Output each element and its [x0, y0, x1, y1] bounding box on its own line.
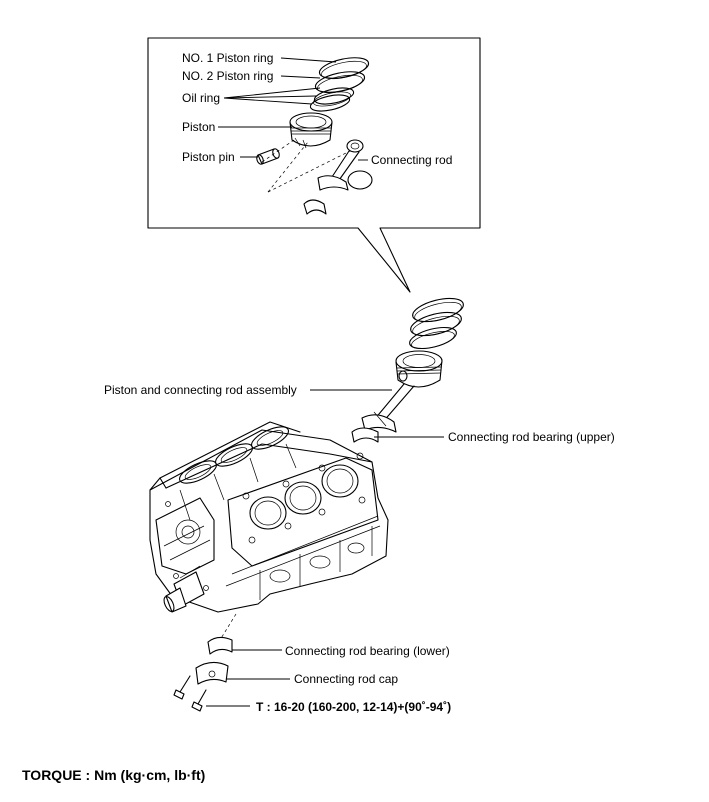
piston-detail — [289, 112, 333, 149]
torque-units-footer: TORQUE : Nm (kg·cm, lb·ft) — [22, 767, 206, 783]
label-piston-rod-assembly: Piston and connecting rod assembly — [104, 383, 297, 397]
label-rod-cap: Connecting rod cap — [294, 672, 398, 686]
connecting-rod-detail — [317, 139, 373, 191]
engine-block — [149, 421, 389, 613]
rod-cap-bolts — [173, 675, 207, 712]
label-no2-piston-ring: NO. 2 Piston ring — [182, 69, 273, 83]
label-torque-spec: T : 16-20 (160-200, 12-14)+(90˚-94˚) — [256, 700, 451, 714]
label-connecting-rod: Connecting rod — [371, 153, 452, 167]
rod-bearing-upper — [351, 427, 379, 443]
rod-bearing-lower — [207, 636, 233, 655]
label-oil-ring: Oil ring — [182, 91, 220, 105]
bearing-shell-detail — [303, 199, 327, 215]
detail-callout: NO. 1 Piston ring NO. 2 Piston ring Oil … — [147, 37, 481, 293]
piston-rings-detail — [309, 57, 370, 112]
label-rod-bearing-lower: Connecting rod bearing (lower) — [285, 644, 450, 658]
label-no1-piston-ring: NO. 1 Piston ring — [182, 51, 273, 65]
label-piston-pin: Piston pin — [182, 150, 235, 164]
piston-rod-assembly — [361, 297, 464, 433]
rod-cap — [195, 661, 229, 685]
label-rod-bearing-upper: Connecting rod bearing (upper) — [448, 430, 615, 444]
label-piston: Piston — [182, 120, 215, 134]
